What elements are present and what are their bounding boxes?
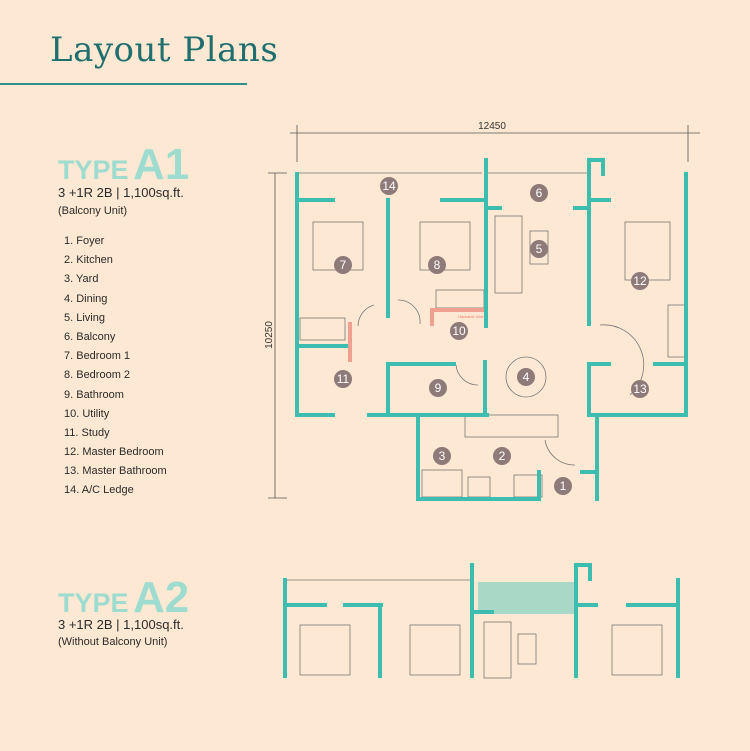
- svg-text:11: 11: [337, 372, 350, 386]
- type-a2-spec: 3 +1R 2B | 1,100sq.ft.: [58, 617, 184, 632]
- legend-item: 10. Utility: [64, 407, 110, 420]
- svg-text:3: 3: [439, 449, 446, 463]
- svg-text:14: 14: [382, 179, 396, 193]
- marker-1: 1: [554, 477, 572, 495]
- marker-7: 7: [334, 256, 352, 274]
- svg-text:6: 6: [536, 186, 543, 200]
- marker-6: 6: [530, 184, 548, 202]
- page-title: Layout Plans: [50, 30, 279, 70]
- marker-5: 5: [530, 240, 548, 258]
- walls: [295, 158, 688, 501]
- svg-text:12: 12: [633, 274, 647, 288]
- marker-2: 2: [493, 447, 511, 465]
- legend-item: 5. Living: [64, 311, 105, 324]
- width-dimension: 12450: [478, 121, 506, 132]
- hackable-wall-label: Hackable Wall: [458, 314, 484, 319]
- title-underline: [0, 83, 247, 85]
- type-prefix: TYPE: [58, 155, 129, 185]
- marker-10: 10: [450, 322, 468, 340]
- dimension-lines: [268, 125, 700, 499]
- type-code: A2: [132, 573, 190, 622]
- hackable-wall: [348, 308, 484, 362]
- legend-item: 6. Balcony: [64, 330, 116, 343]
- legend-item: 14. A/C Ledge: [64, 484, 134, 497]
- marker-3: 3: [433, 447, 451, 465]
- floor-plan-a2: [283, 563, 680, 679]
- marker-12: 12: [631, 272, 649, 290]
- legend-item: 3. Yard: [64, 273, 99, 286]
- type-a1-heading: TYPE A1: [58, 140, 189, 190]
- type-code: A1: [132, 140, 190, 189]
- room-legend: 1. Foyer 2. Kitchen 3. Yard 4. Dining 5.…: [64, 232, 167, 501]
- legend-item: 2. Kitchen: [64, 254, 113, 267]
- marker-14: 14: [380, 177, 398, 195]
- legend-item: 4. Dining: [64, 292, 108, 305]
- legend-item: 13. Master Bathroom: [64, 465, 167, 478]
- marker-11: 11: [334, 370, 352, 388]
- legend-item: 8. Bedroom 2: [64, 369, 131, 382]
- type-a1-spec: 3 +1R 2B | 1,100sq.ft.: [58, 185, 184, 200]
- svg-text:9: 9: [435, 381, 442, 395]
- type-prefix: TYPE: [58, 588, 129, 618]
- svg-text:13: 13: [633, 382, 647, 396]
- svg-text:4: 4: [523, 370, 530, 384]
- legend-item: 9. Bathroom: [64, 388, 124, 401]
- svg-text:2: 2: [499, 449, 506, 463]
- svg-text:7: 7: [340, 258, 347, 272]
- svg-text:5: 5: [536, 242, 543, 256]
- furniture: [299, 172, 686, 498]
- height-dimension: 10250: [264, 321, 275, 349]
- legend-item: 1. Foyer: [64, 235, 105, 247]
- marker-9: 9: [429, 379, 447, 397]
- marker-4: 4: [517, 368, 535, 386]
- legend-item: 12. Master Bedroom: [64, 446, 164, 459]
- legend-item: 7. Bedroom 1: [64, 350, 131, 363]
- svg-text:10: 10: [452, 324, 466, 338]
- svg-text:1: 1: [560, 479, 567, 493]
- marker-13: 13: [631, 380, 649, 398]
- type-a1-note: (Balcony Unit): [58, 205, 128, 217]
- legend-item: 11. Study: [64, 426, 110, 439]
- marker-8: 8: [428, 256, 446, 274]
- type-a2-note: (Without Balcony Unit): [58, 636, 168, 648]
- svg-text:8: 8: [434, 258, 441, 272]
- room-markers: 1 2 3 4 5 6 7 8 9 10 11 12 13 14: [334, 177, 649, 495]
- type-a2-heading: TYPE A2: [58, 573, 189, 623]
